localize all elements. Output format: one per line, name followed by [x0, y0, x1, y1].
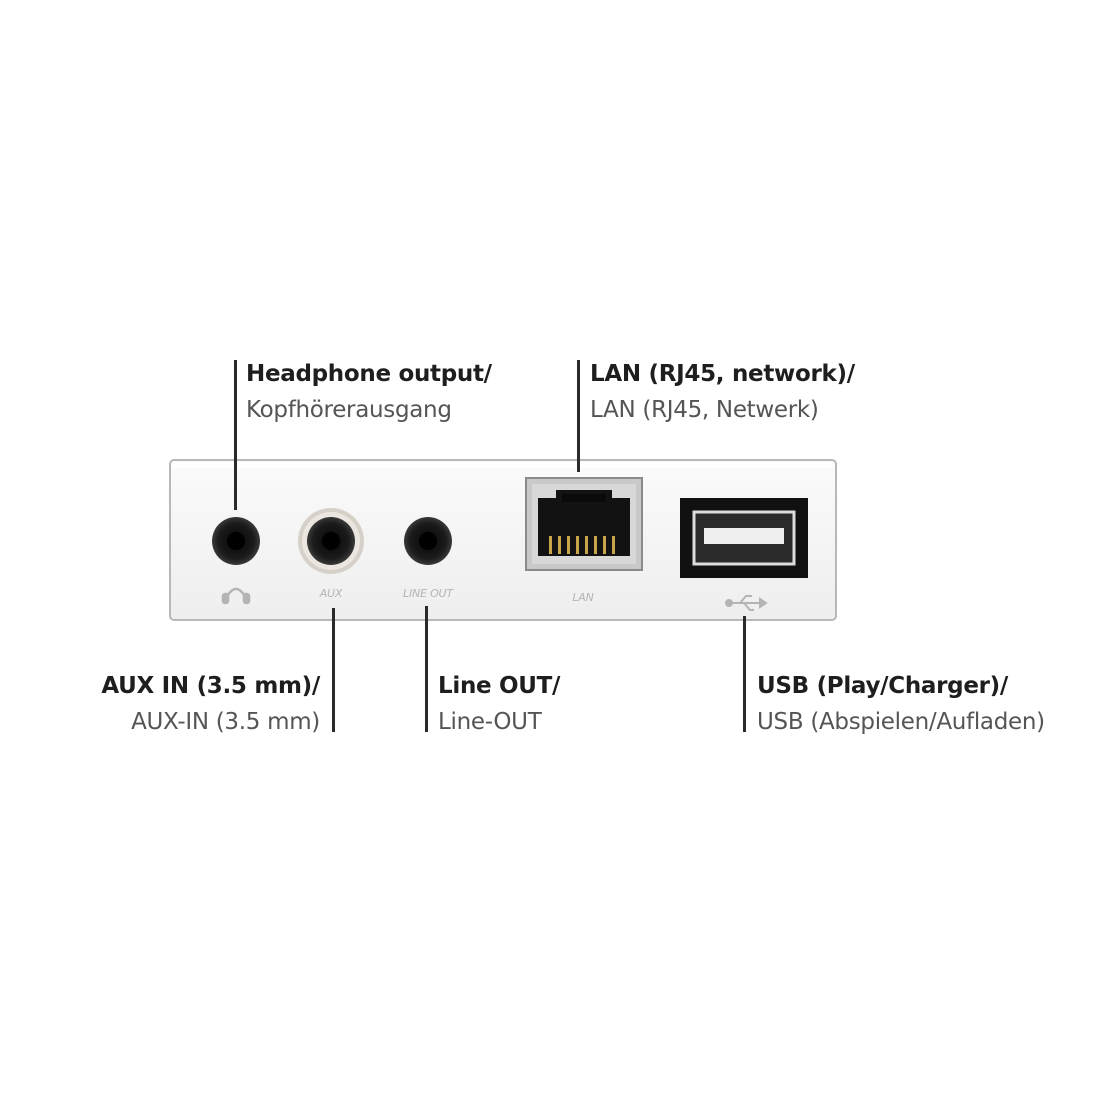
lan-subtitle: LAN (RJ45, Netwerk) — [590, 397, 819, 423]
lan-leader — [577, 360, 580, 472]
lan-title: LAN (RJ45, network)/ — [590, 361, 855, 387]
headphone-leader — [234, 360, 237, 510]
aux-subtitle: AUX-IN (3.5 mm) — [131, 709, 320, 735]
panel-body — [169, 459, 837, 621]
headphone-icon — [221, 587, 251, 605]
line-out-callout: Line OUT/ Line-OUT — [438, 668, 560, 740]
headphone-callout: Headphone output/ Kopfhörerausgang — [246, 356, 492, 428]
lan-port — [525, 477, 643, 571]
aux-panel-label: AUX — [319, 587, 343, 600]
usb-leader — [743, 616, 746, 732]
line-out-leader — [425, 606, 428, 732]
lan-pins — [549, 536, 615, 554]
aux-leader — [332, 608, 335, 732]
usb-port — [680, 498, 808, 578]
lan-panel-label: LAN — [572, 591, 594, 604]
line-out-title: Line OUT/ — [438, 673, 561, 699]
line-out-jack — [404, 517, 452, 565]
aux-callout: AUX IN (3.5 mm)/ AUX-IN (3.5 mm) — [101, 668, 320, 740]
aux-title: AUX IN (3.5 mm)/ — [101, 673, 320, 699]
usb-subtitle: USB (Abspielen/Aufladen) — [757, 709, 1045, 735]
lan-callout: LAN (RJ45, network)/ LAN (RJ45, Netwerk) — [590, 356, 855, 428]
headphone-jack — [212, 517, 260, 565]
usb-icon — [725, 595, 768, 611]
headphone-subtitle: Kopfhörerausgang — [246, 397, 452, 423]
usb-title: USB (Play/Charger)/ — [757, 673, 1008, 699]
line-out-subtitle: Line-OUT — [438, 709, 542, 735]
line-out-panel-label: LINE OUT — [403, 587, 453, 600]
aux-jack — [298, 508, 364, 574]
usb-callout: USB (Play/Charger)/ USB (Abspielen/Aufla… — [757, 668, 1045, 740]
headphone-title: Headphone output/ — [246, 361, 492, 387]
